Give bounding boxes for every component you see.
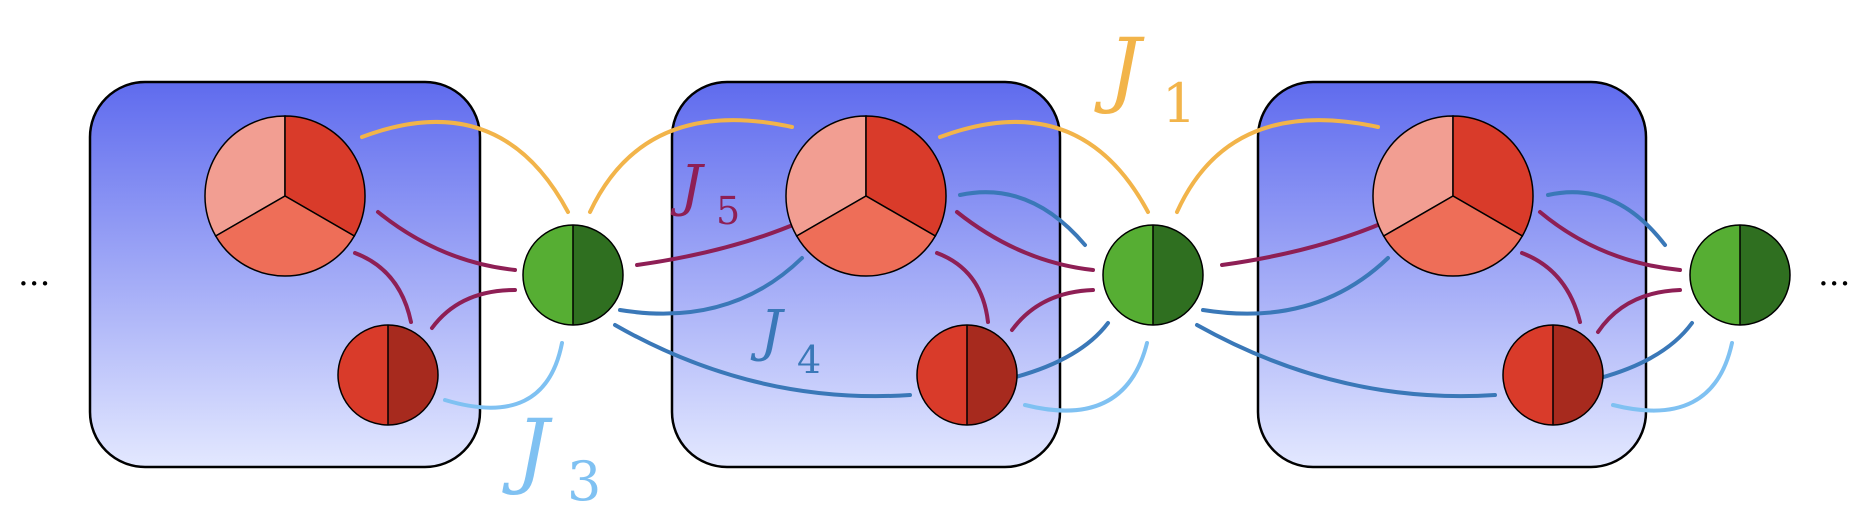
small-red-site-1-left-full xyxy=(338,325,388,425)
small-red-site-1 xyxy=(337,324,439,426)
big-site-3-sector-bottom xyxy=(1382,195,1524,277)
label-j1-letter: J xyxy=(1094,22,1145,117)
big-site-3-sector-right xyxy=(1452,115,1534,238)
small-red-site-1-right xyxy=(388,325,438,425)
j5-bond xyxy=(955,210,1095,272)
j4-bond xyxy=(958,190,1087,247)
small-red-site-3-left xyxy=(1503,325,1553,425)
big-site-1-sector-right xyxy=(284,115,366,238)
green-site-1-right xyxy=(573,225,623,325)
big-site-2-sector-bottom xyxy=(795,195,937,277)
j1-bond xyxy=(588,118,794,214)
j5-bond xyxy=(353,251,413,324)
big-site-1-sector-upper-left xyxy=(204,115,286,238)
big-site-1 xyxy=(204,115,366,277)
green-site-1-left xyxy=(523,225,573,325)
green-site-2 xyxy=(1102,224,1204,326)
j4-bond xyxy=(1598,321,1694,380)
j4-bond xyxy=(618,256,804,316)
j1-bond xyxy=(938,119,1150,214)
j5-bond xyxy=(376,210,517,272)
big-site-2-sector-upper-left xyxy=(785,115,867,238)
j4-bond xyxy=(1201,256,1390,316)
green-site-3 xyxy=(1689,224,1791,326)
small-red-site-2 xyxy=(916,324,1018,426)
label-j3-sub: 3 xyxy=(567,450,601,513)
small-red-site-3 xyxy=(1502,324,1604,426)
green-site-1 xyxy=(522,224,624,326)
label-j5-sub: 5 xyxy=(716,189,740,233)
small-red-site-3-right xyxy=(1553,325,1603,425)
green-site-3-left xyxy=(1690,225,1740,325)
ellipsis-left: ... xyxy=(18,254,50,294)
j1-bond xyxy=(360,119,570,214)
j3-bonds xyxy=(443,341,1734,413)
j5-bond xyxy=(1010,288,1095,332)
j5-bond xyxy=(1596,288,1682,334)
big-site-3-sector-upper-left xyxy=(1372,115,1454,238)
label-j4-sub: 4 xyxy=(797,338,821,382)
green-site-2-left xyxy=(1103,225,1153,325)
j5-bonds xyxy=(353,210,1682,334)
big-site-3 xyxy=(1372,115,1534,277)
j1-bonds xyxy=(360,118,1380,214)
big-site-2-sector-right xyxy=(865,115,947,238)
ellipsis-right: ... xyxy=(1818,254,1850,294)
j1-bond xyxy=(1175,118,1380,214)
j3-bond xyxy=(443,341,564,410)
j5-bond xyxy=(935,251,990,324)
j5-bond xyxy=(430,288,517,330)
label-j1-sub: 1 xyxy=(1162,72,1196,135)
j3-bond xyxy=(1611,341,1734,413)
j4-bonds xyxy=(613,190,1694,399)
j4-bond xyxy=(1195,323,1497,399)
label-j1: J 1 xyxy=(1094,22,1196,135)
j5-bond xyxy=(1520,251,1582,324)
j4-bond xyxy=(613,323,912,399)
big-site-2 xyxy=(785,115,947,277)
j3-bond xyxy=(1023,341,1149,413)
j5-bond xyxy=(1538,210,1682,272)
big-site-1-sector-bottom xyxy=(214,195,356,277)
j5-bond xyxy=(635,220,802,267)
j4-bond xyxy=(1546,190,1667,247)
j4-bond xyxy=(1010,321,1110,380)
small-red-site-2-right xyxy=(967,325,1017,425)
small-red-site-2-left xyxy=(917,325,967,425)
label-j3-letter: J xyxy=(502,403,553,498)
j5-bond xyxy=(1220,220,1387,267)
green-site-2-right xyxy=(1153,225,1203,325)
label-j3: J 3 xyxy=(502,403,601,513)
green-site-3-right xyxy=(1740,225,1790,325)
